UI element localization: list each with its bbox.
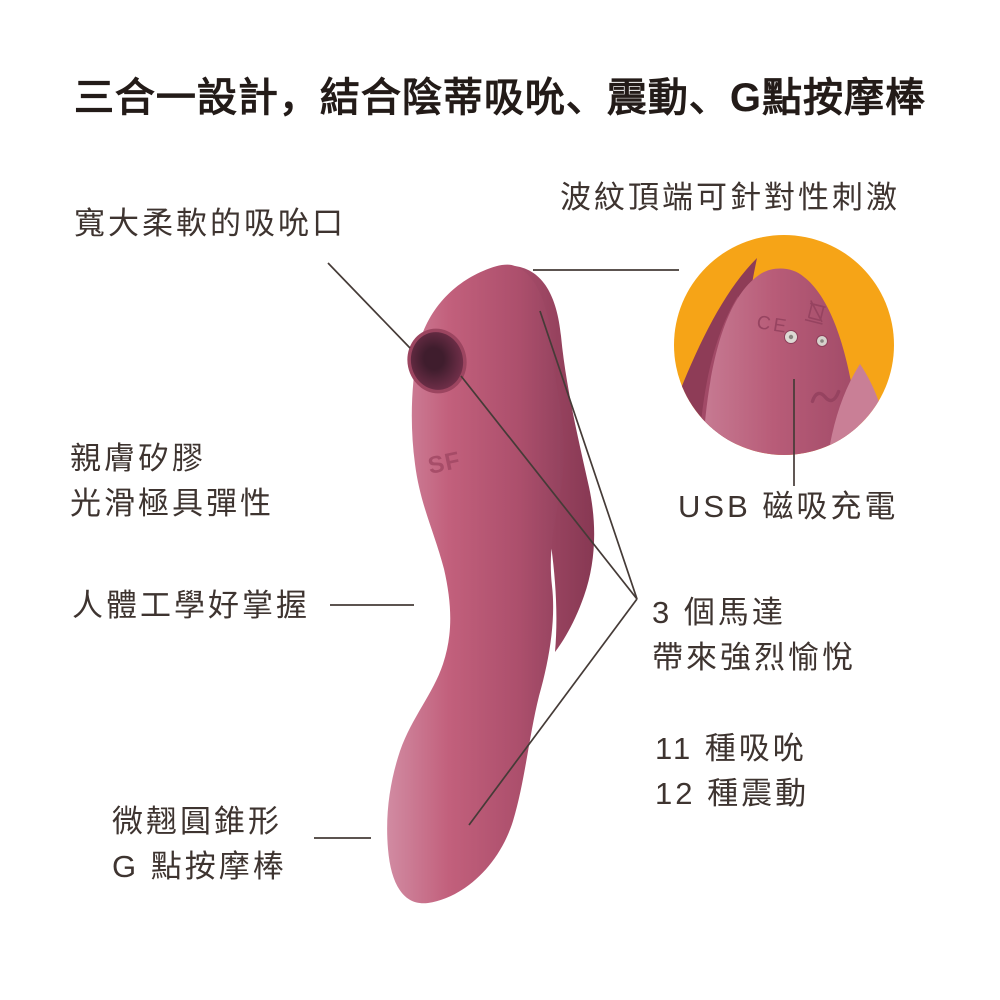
annotation-suction-mouth: 寬大柔軟的吸吮口: [74, 201, 346, 246]
tip-closeup-inset: CE: [674, 235, 894, 455]
annotation-line-2: G 點按摩棒: [112, 849, 287, 884]
annotation-silicone: 親膚矽膠 光滑極具彈性: [70, 436, 274, 526]
weee-bin-icon: [804, 300, 826, 325]
wave-symbol-icon: [810, 389, 841, 404]
annotation-ripple-tip: 波紋頂端可針對性刺激: [560, 175, 900, 220]
leader-suction-mouth: [327, 262, 411, 349]
annotation-ergonomic: 人體工學好掌握: [72, 583, 310, 628]
device-body: [387, 264, 564, 904]
annotation-line-2: 12 種震動: [655, 776, 810, 811]
page-title: 三合一設計，結合陰蒂吸吮、震動、G點按摩棒: [73, 76, 927, 120]
leader-motor-top: [460, 375, 638, 600]
leader-lines: [314, 262, 795, 839]
annotation-text: USB 磁吸充電: [678, 489, 899, 524]
annotation-line-1: 微翹圓錐形: [112, 804, 282, 839]
leader-motor-tail: [468, 598, 638, 826]
annotation-line-2: 光滑極具彈性: [70, 486, 274, 521]
massager-device: SF: [387, 264, 595, 904]
charging-pins: [784, 330, 828, 347]
annotation-line-2: 帶來強烈愉悅: [652, 640, 856, 675]
embossed-brand-logo: SF: [426, 447, 464, 480]
annotation-modes: 11 種吸吮 12 種震動: [655, 726, 809, 816]
ce-mark: CE: [755, 312, 790, 338]
annotation-gspot: 微翹圓錐形 G 點按摩棒: [112, 799, 287, 889]
annotation-motors: 3 個馬達 帶來強烈愉悅: [652, 590, 856, 680]
annotation-text: 人體工學好掌握: [72, 588, 310, 623]
leader-motor-mid: [539, 310, 638, 600]
annotation-text: 波紋頂端可針對性刺激: [560, 180, 900, 215]
annotation-line-1: 親膚矽膠: [70, 441, 206, 476]
suction-mouth-opening: [410, 332, 464, 390]
annotation-line-1: 11 種吸吮: [655, 731, 807, 766]
annotation-text: 寬大柔軟的吸吮口: [74, 206, 346, 241]
annotation-line-1: 3 個馬達: [652, 595, 786, 630]
annotation-usb-charging: USB 磁吸充電: [678, 484, 898, 529]
